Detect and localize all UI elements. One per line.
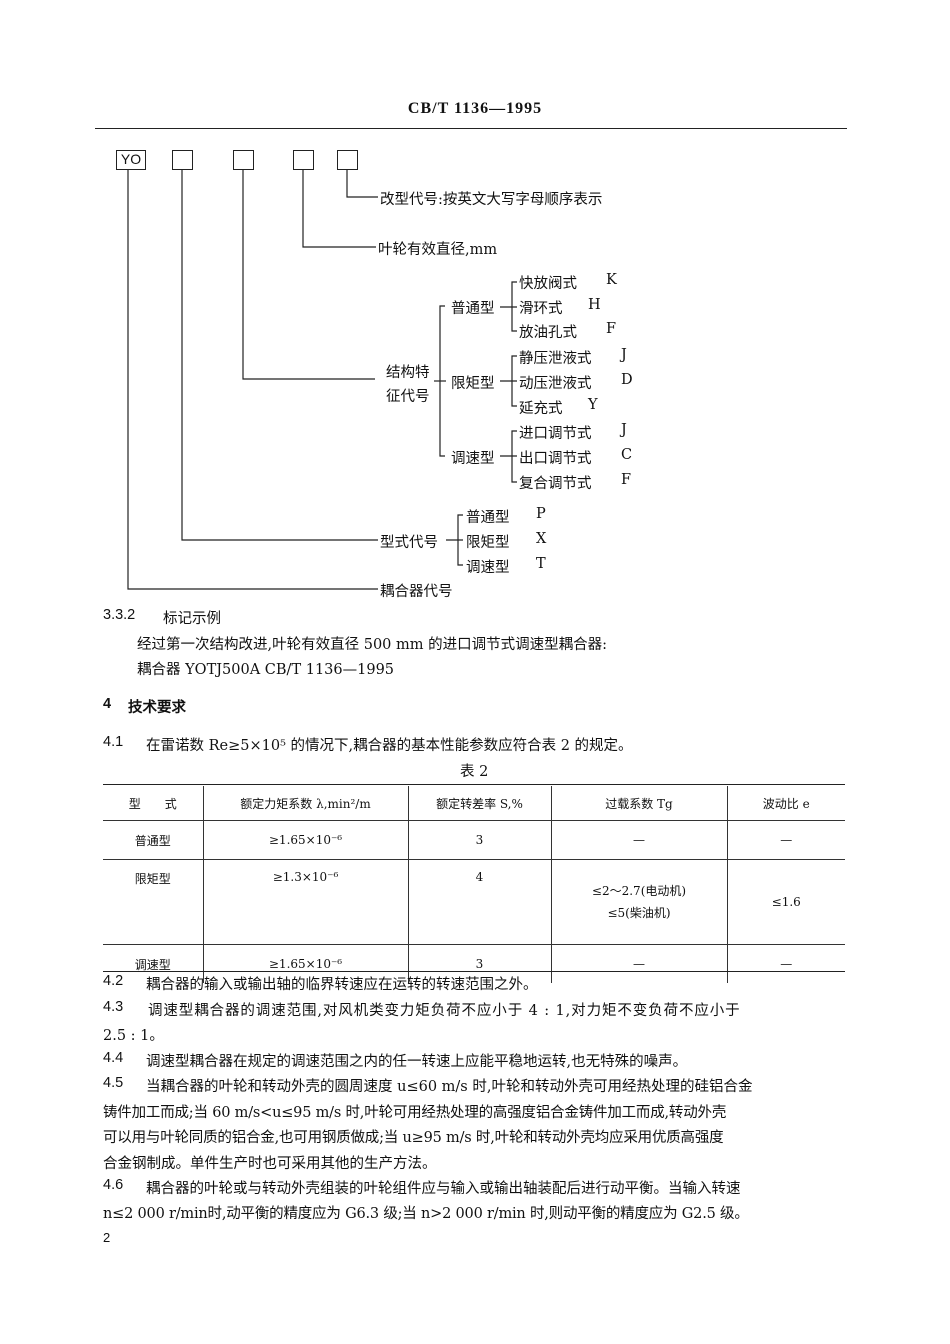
table-header-row: 型 式 额定力矩系数 λ,min²/m 额定转差率 S,% 过载系数 Tg 波动… [103,786,845,821]
code-box-structure [233,150,254,170]
table-row: 普通型 ≥1.65×10⁻⁶ 3 — — [103,820,845,860]
header-rule [95,128,847,129]
item-label: 动压泄液式 [519,376,592,392]
code-box-type [172,150,193,170]
page-number: 2 [103,1230,111,1245]
table-header-cell: 过载系数 Tg [550,786,727,821]
item-code: C [621,447,633,463]
modification-code-label: 改型代号:按英文大写字母顺序表示 [380,192,603,208]
table-cell: 3 [407,944,551,983]
section-number: 4.6 [103,1177,124,1193]
table-cell: 普通型 [103,820,203,860]
table-cell: ≤1.6 [726,859,845,945]
section-number: 4.5 [103,1075,124,1091]
paragraph-4-5-line3: 可以用与叶轮同质的铝合金,也可用钢质做成;当 u≥95 m/s 时,叶轮和转动外… [103,1130,724,1146]
item-label: 快放阀式 [519,276,577,292]
paragraph-4-3-line1: 调速型耦合器的调速范围,对风机类变力矩负荷不应小于 4 : 1,对力矩不变负荷不… [148,1003,741,1019]
overload-diesel: ≤5(柴油机) [607,906,671,920]
item-code: F [621,472,632,488]
section-number: 4.2 [103,973,124,989]
type-item-code: P [536,506,546,522]
table-bottom-rule [103,971,845,972]
table-cell: ≥1.65×10⁻⁶ [202,944,408,983]
table-top-rule [103,784,845,785]
paragraph-4-5-line2: 铸件加工而成;当 60 m/s<u≤95 m/s 时,叶轮可用经热处理的高强度铝… [103,1105,727,1121]
table-cell: — [726,820,845,860]
group-name-limited: 限矩型 [451,376,495,392]
paragraph-4-6-line1: 耦合器的叶轮或与转动外壳组装的叶轮组件应与输入或输出轴装配后进行动平衡。当输入转… [146,1181,741,1197]
item-label: 进口调节式 [519,426,592,442]
item-code: K [606,272,617,288]
marking-example-text: 经过第一次结构改进,叶轮有效直径 500 mm 的进口调节式调速型耦合器: [137,637,607,653]
section-number: 4.3 [103,999,124,1015]
type-item-label: 普通型 [466,510,510,526]
table-cell: 限矩型 [103,859,203,945]
paragraph-4-1: 在雷诺数 Re≥5×10⁵ 的情况下,耦合器的基本性能参数应符合表 2 的规定。 [146,738,633,754]
type-item-label: 限矩型 [466,535,510,551]
item-code: H [588,297,601,313]
paragraph-4-6-line2: n≤2 000 r/min时,动平衡的精度应为 G6.3 级;当 n>2 000… [103,1206,749,1222]
item-label: 复合调节式 [519,476,592,492]
item-code: Y [588,397,598,413]
paragraph-4-5-line1: 当耦合器的叶轮和转动外壳的圆周速度 u≤60 m/s 时,叶轮和转动外壳可用经热… [146,1079,753,1095]
performance-table: 型 式 额定力矩系数 λ,min²/m 额定转差率 S,% 过载系数 Tg 波动… [103,786,845,983]
paragraph-4-4: 调速型耦合器在规定的调速范围之内的任一转速上应能平稳地运转,也无特殊的噪声。 [146,1054,688,1070]
group-name-speed: 调速型 [451,451,495,467]
code-box-modification [337,150,358,170]
item-label: 放油孔式 [519,325,577,341]
item-code: D [621,372,633,388]
item-code: J [621,347,627,363]
item-code: J [621,422,627,438]
type-item-code: T [536,556,546,572]
type-item-code: X [536,531,547,547]
table-cell: 3 [407,820,551,860]
overload-electric: ≤2～2.7(电动机) [591,884,687,898]
table-header-cell: 额定力矩系数 λ,min²/m [202,786,408,821]
item-label: 延充式 [519,401,563,417]
table-header-cell: 型 式 [103,786,203,821]
section-number: 4.1 [103,734,124,750]
table-cell: ≥1.65×10⁻⁶ [202,820,408,860]
standard-number-header: CB/T 1136—1995 [407,100,543,117]
table-cell: 4 [407,859,551,945]
table-row: 限矩型 ≥1.3×10⁻⁶ 4 ≤2～2.7(电动机) ≤5(柴油机) ≤1.6 [103,859,845,945]
structure-code-label-line2: 征代号 [386,389,430,405]
code-box-diameter [293,150,314,170]
table-cell: — [726,944,845,983]
table-cell: ≤2～2.7(电动机) ≤5(柴油机) [550,859,727,945]
item-label: 滑环式 [519,301,563,317]
paragraph-4-2: 耦合器的输入或输出轴的临界转速应在运转的转速范围之外。 [146,977,538,993]
section-title: 技术要求 [128,699,186,716]
impeller-diameter-label: 叶轮有效直径,mm [378,242,498,258]
section-number: 4.4 [103,1050,124,1066]
section-number: 3.3.2 [103,607,136,623]
table-cell: ≥1.3×10⁻⁶ [202,859,408,945]
table-cell: — [550,944,727,983]
table-header-cell: 波动比 e [726,786,845,821]
table-header-cell: 额定转差率 S,% [407,786,551,821]
code-box-yo: YO [116,150,146,170]
item-label: 出口调节式 [519,451,592,467]
item-label: 静压泄液式 [519,351,592,367]
table-caption: 表 2 [460,764,489,780]
marking-example-code: 耦合器 YOTJ500A CB/T 1136—1995 [137,662,395,678]
type-item-label: 调速型 [466,560,510,576]
group-name-normal: 普通型 [451,301,495,317]
section-title: 标记示例 [163,611,221,627]
type-code-label: 型式代号 [380,535,438,551]
item-code: F [606,321,617,337]
table-cell: — [550,820,727,860]
structure-code-label-line1: 结构特 [386,365,430,381]
coupler-code-label: 耦合器代号 [380,584,453,600]
table-row: 调速型 ≥1.65×10⁻⁶ 3 — — [103,944,845,983]
section-number: 4 [103,696,112,712]
paragraph-4-5-line4: 合金钢制成。单件生产时也可采用其他的生产方法。 [103,1156,437,1172]
paragraph-4-3-line2: 2.5 : 1。 [103,1028,164,1044]
table-cell: 调速型 [134,957,171,972]
